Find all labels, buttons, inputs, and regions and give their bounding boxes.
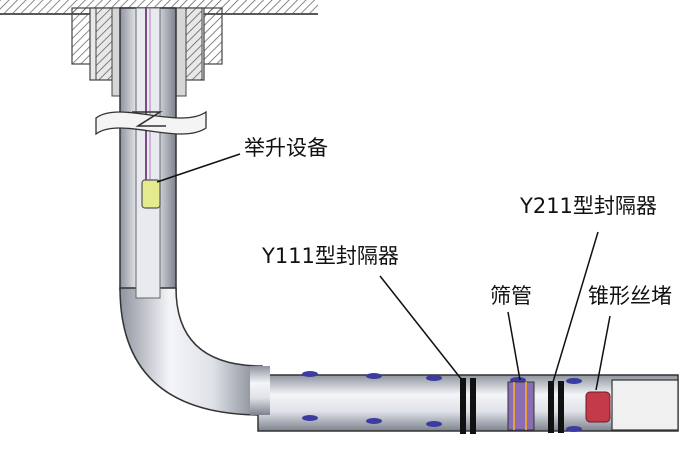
label-screen-pipe: 筛管 [490, 284, 532, 308]
leader-cone-plug [595, 315, 611, 391]
leader-screen-pipe [507, 311, 521, 381]
break-symbol [95, 110, 207, 136]
label-packer-y111: Y111型封隔器 [262, 244, 399, 268]
packer-y111 [460, 378, 476, 434]
label-cone-plug: 锥形丝堵 [588, 284, 672, 308]
casing-bend [119, 287, 263, 416]
leader-packer-y111 [379, 275, 463, 381]
label-packer-y211: Y211型封隔器 [520, 194, 657, 218]
screen-pipe [507, 381, 535, 431]
label-lift-equipment: 举升设备 [244, 136, 328, 160]
leader-lift-equipment [156, 153, 241, 183]
tubing [135, 7, 161, 299]
leader-lines [156, 153, 611, 391]
cone-plug [585, 391, 611, 423]
lift-device [141, 179, 161, 209]
leader-packer-y211 [552, 231, 599, 383]
packer-y211 [548, 381, 564, 433]
pipe-end [611, 379, 679, 431]
centralizers [302, 371, 582, 432]
